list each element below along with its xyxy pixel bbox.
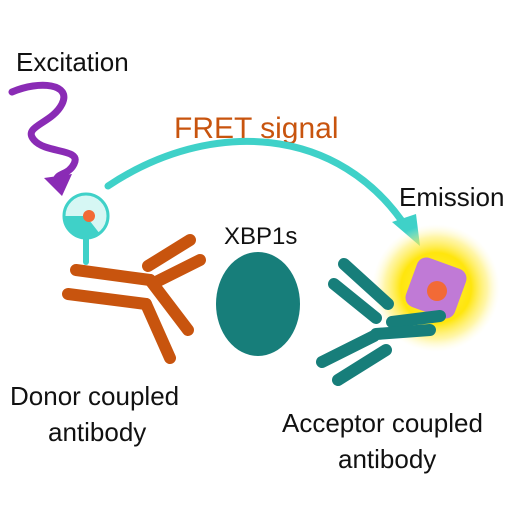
donor-label-line2: antibody [48,417,146,447]
acceptor-antibody [316,258,446,386]
donor-antibody [62,234,206,364]
emission-label: Emission [399,182,504,212]
xbp1s-label: XBP1s [224,223,297,250]
donor-label-line1: Donor coupled [10,381,179,411]
donor-fluorophore-icon [62,192,110,265]
acceptor-label-line2: antibody [338,444,436,474]
xbp1s-protein [216,252,300,356]
excitation-wave-icon [8,81,79,196]
acceptor-label-line1: Acceptor coupled [282,408,483,438]
excitation-label: Excitation [16,47,129,77]
